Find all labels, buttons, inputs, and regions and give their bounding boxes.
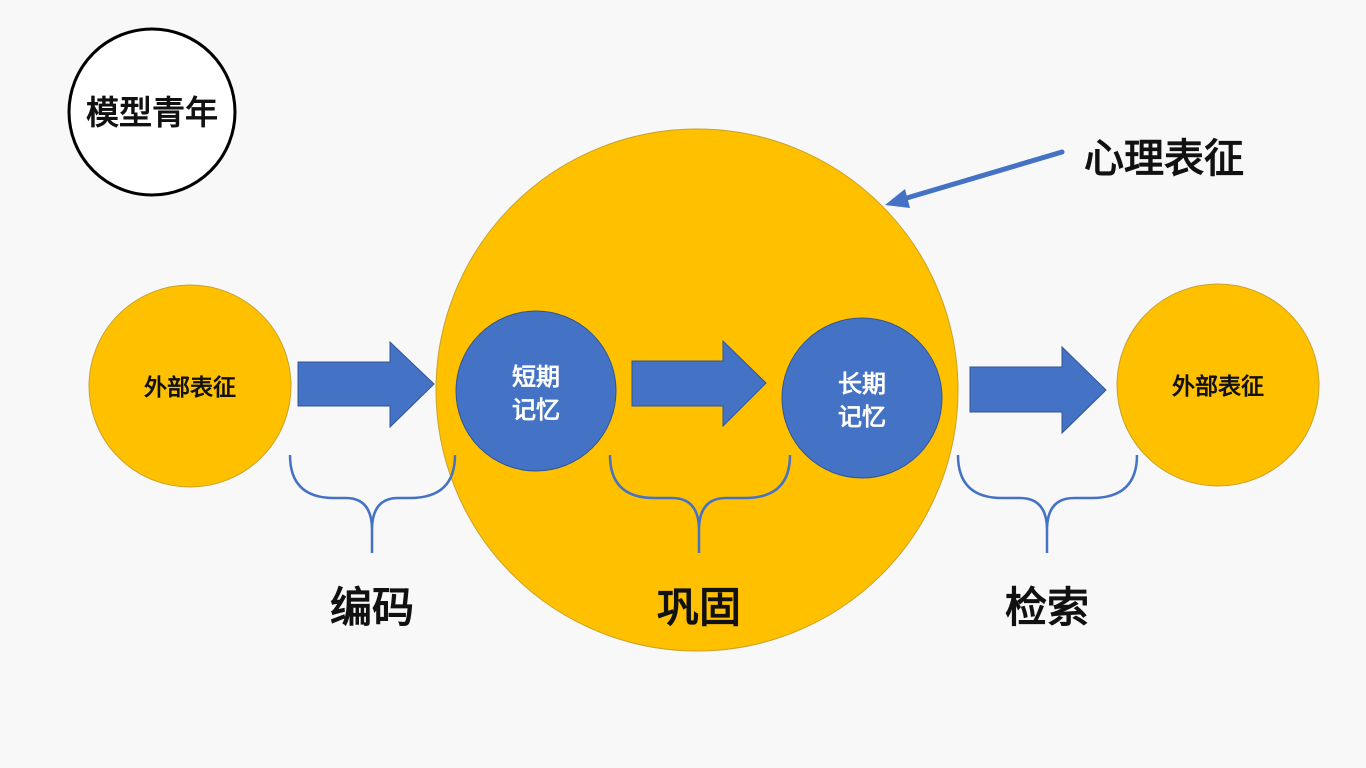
encode-label: 编码: [330, 583, 414, 632]
callout-pointer: [885, 149, 1065, 208]
retrieve-arrow: [969, 345, 1107, 435]
short-term-memory-node: 短期 记忆: [455, 310, 617, 472]
callout-label: 心理表征: [1084, 136, 1244, 182]
consolidate-arrow: [631, 339, 767, 428]
external-right-label: 外部表征: [1172, 373, 1264, 400]
short-term-circle: [455, 310, 617, 472]
long-term-circle: [781, 317, 943, 479]
consolidate-label: 巩固: [657, 583, 741, 632]
retrieve-brace: [956, 454, 1139, 553]
logo-badge: 模型青年: [67, 27, 237, 197]
short-term-label-line2: 记忆: [512, 396, 560, 424]
external-right-circle: [1116, 283, 1320, 487]
external-left-circle: [88, 284, 292, 488]
external-representation-right: 外部表征: [1116, 283, 1320, 487]
logo-circle: [67, 27, 237, 197]
callout-pointer-head: [885, 189, 910, 208]
callout-pointer-line: [897, 149, 1065, 203]
encode-brace: [288, 454, 457, 553]
encode-arrow: [297, 340, 435, 429]
external-representation-left: 外部表征: [88, 284, 292, 488]
short-term-label-line1: 短期: [512, 363, 560, 391]
consolidate-brace: [608, 454, 792, 553]
long-term-memory-node: 长期 记忆: [781, 317, 943, 479]
long-term-label-line1: 长期: [838, 370, 886, 398]
retrieve-label: 检索: [1005, 583, 1089, 632]
external-left-label: 外部表征: [144, 374, 236, 401]
long-term-label-line2: 记忆: [838, 403, 886, 431]
logo-text: 模型青年: [86, 93, 218, 132]
